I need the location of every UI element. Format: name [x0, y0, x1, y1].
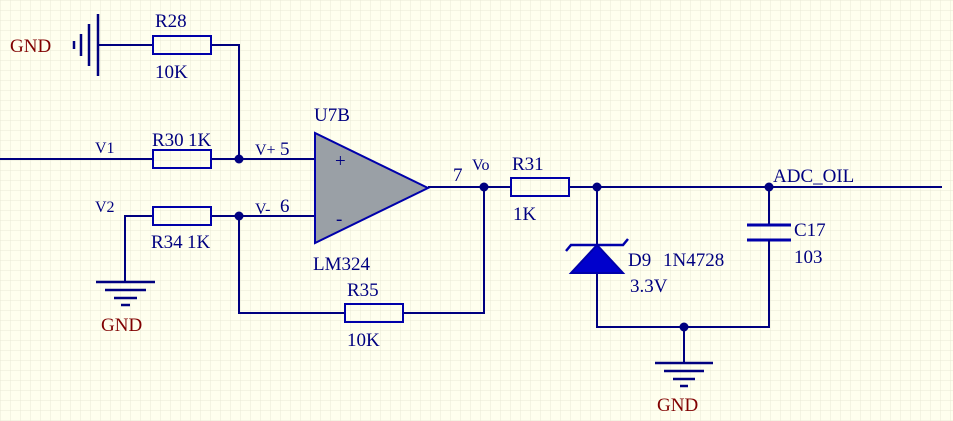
gnd-right-label: GND [657, 395, 698, 416]
r28-ref: R28 [155, 11, 187, 32]
junction-gnd [679, 322, 689, 332]
opamp-plus-sign: + [335, 151, 346, 172]
resistor-r35-icon [344, 303, 404, 323]
wire-feedback-right [403, 187, 485, 314]
wire-feedback-left [238, 216, 345, 314]
wire-gnd-r34 [124, 215, 153, 275]
resistor-r31-icon [510, 177, 570, 197]
opamp-minus-sign: - [336, 209, 342, 230]
net-vo-label: Vo [472, 157, 490, 174]
gnd-left-label: GND [101, 315, 142, 336]
ground-top-icon [72, 14, 100, 76]
junction-vplus [234, 154, 244, 164]
zener-diode-d9-icon [565, 238, 629, 274]
r30-ref: R30 [152, 130, 184, 151]
junction-adc [764, 182, 774, 192]
c17-ref: C17 [794, 220, 826, 241]
opamp-ref: U7B [314, 105, 350, 126]
opamp-u7b-icon [314, 131, 431, 245]
c17-value: 103 [794, 247, 823, 268]
resistor-r30-icon [152, 149, 212, 169]
r34-ref: R34 [151, 232, 183, 253]
d9-part: 1N4728 [663, 250, 724, 271]
gnd-top-label: GND [10, 36, 51, 57]
resistor-r28-icon [152, 35, 212, 55]
d9-ref: D9 [628, 250, 651, 271]
r35-value: 10K [347, 330, 380, 351]
wires [0, 44, 942, 356]
net-v1-label: V1 [95, 140, 115, 157]
net-vminus-label: V- [255, 201, 270, 218]
junction-vminus [234, 211, 244, 221]
wire-r28-vplus [211, 44, 240, 159]
r34-value: 1K [187, 232, 211, 253]
junction-diode [592, 182, 602, 192]
r28-value: 10K [155, 62, 188, 83]
d9-value: 3.3V [630, 276, 668, 297]
pin5-label: 5 [280, 139, 290, 160]
r31-value: 1K [513, 204, 537, 225]
net-adc-oil-label: ADC_OIL [773, 166, 854, 187]
junction-vo [479, 182, 489, 192]
opamp-part: LM324 [313, 254, 371, 275]
net-v2-label: V2 [95, 199, 115, 216]
net-vplus-label: V+ [255, 142, 276, 159]
pin7-label: 7 [453, 165, 463, 186]
pin6-label: 6 [280, 196, 290, 217]
r35-ref: R35 [347, 280, 379, 301]
junctions [234, 154, 774, 332]
resistors [152, 35, 570, 323]
resistor-r34-icon [152, 206, 212, 226]
r30-value: 1K [188, 130, 212, 151]
r31-ref: R31 [512, 154, 544, 175]
